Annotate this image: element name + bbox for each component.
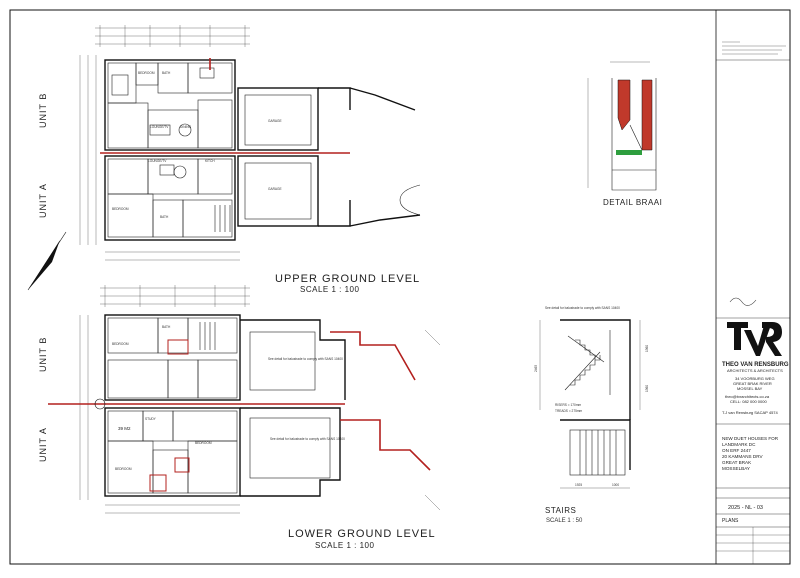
detail-braai: DETAIL BRAAI — [587, 61, 662, 207]
stairs-dim-2465: 2465 — [534, 365, 538, 372]
bedroom-b-label: BEDROOM — [138, 71, 155, 75]
green-slab — [616, 150, 642, 155]
stairs-dim-1000: 1000 — [612, 483, 619, 487]
upper-plan-title: UPPER GROUND LEVEL — [275, 273, 420, 285]
lower-a-note: See detail for balustrade to comply with… — [270, 437, 345, 441]
project-line-3: ON ERF 2447 — [722, 448, 751, 453]
firm-contact-4: theo@tvrarchitects.co.za — [725, 394, 770, 399]
firm-name: THEO VAN RENSBURG — [722, 362, 789, 368]
brick-hatch — [617, 79, 631, 131]
firm-logo — [727, 322, 782, 356]
stairs-title: STAIRS — [545, 506, 576, 515]
sheet-border — [9, 9, 791, 565]
unit-a-label-upper: UNIT A — [38, 183, 48, 218]
stairs-detail: See detail for balustrade to comply with… — [534, 306, 649, 524]
stairs-dim-1360b: 1360 — [645, 385, 649, 392]
bedroom-lower-a2-label: BEDROOM — [115, 467, 132, 471]
stairs-note: See detail for balustrade to comply with… — [545, 306, 620, 310]
title-block: THEO VAN RENSBURG ARCHITECTS & ARCHITECT… — [716, 41, 790, 564]
lower-b-note: See detail for balustrade to comply with… — [268, 357, 343, 361]
garage-a-label: GARAGE — [268, 187, 282, 191]
unit-b-label-upper: UNIT B — [38, 93, 48, 128]
bath-a-label: BATH — [160, 215, 169, 219]
project-line-4: 20 KAMMANS DRV — [722, 454, 763, 459]
firm-contact-2: GREAT BRAK RIVER — [733, 381, 772, 386]
garage-b-label: GARAGE — [268, 119, 282, 123]
stairs-treads: TREADS = 275mm — [555, 409, 583, 413]
lounge-b-label: LOUNGE/TV — [150, 125, 169, 129]
bedroom-lower-a-label: BEDROOM — [195, 441, 212, 445]
stairs-dim-1925: 1925 — [575, 483, 582, 487]
bath-b-label: BATH — [162, 71, 171, 75]
bedroom-lower-b-label: BEDROOM — [112, 342, 129, 346]
project-line-1: NEW DUET HOUSES FOR — [722, 436, 779, 441]
dining-b-label: DINING — [180, 125, 192, 129]
project-line-6: MOSSELBAY — [722, 466, 750, 471]
project-line-5: GREAT BRAK — [722, 460, 752, 465]
lower-ground-plan: BEDROOM BATH See detail for balustrade t… — [38, 285, 441, 550]
stairs-dim-1360a: 1360 — [645, 345, 649, 352]
lower-plan-scale: SCALE 1 : 100 — [315, 541, 374, 550]
lounge-a-label: LOUNGE/TV — [148, 159, 167, 163]
unit-b-label-lower: UNIT B — [38, 337, 48, 372]
study-label: STUDY — [145, 417, 157, 421]
signatory: T.J van Rensburg SACAP 4574 — [722, 410, 779, 415]
north-arrow-icon — [27, 231, 67, 291]
study-area-label: 39 M2 — [118, 426, 131, 431]
sheet-title: PLANS — [722, 518, 739, 524]
stairs-scale: SCALE 1 : 50 — [546, 518, 583, 524]
bath-lower-b-label: BATH — [162, 325, 171, 329]
signature — [729, 297, 757, 306]
project-line-2: LANDMARK DC — [722, 442, 756, 447]
drawing-number: 2025 - NL - 03 — [728, 505, 763, 511]
firm-contact-3: MOSSEL BAY — [737, 386, 763, 391]
bedroom-a-label: BEDROOM — [112, 207, 129, 211]
lower-plan-title: LOWER GROUND LEVEL — [288, 528, 436, 540]
unit-a-label-lower: UNIT A — [38, 427, 48, 462]
firm-subtitle: ARCHITECTS & ARCHITECTS — [727, 368, 783, 373]
stairs-risers: RISERS = 170mm — [555, 403, 581, 407]
upper-ground-plan: GARAGE GARAGE LOUNGE/TV DINING LOUNGE/TV — [27, 25, 421, 294]
upper-plan-scale: SCALE 1 : 100 — [300, 285, 359, 294]
firm-contact-1: 34 VOORBURG WEG — [735, 376, 775, 381]
kitchen-a-label: KITCH — [205, 159, 215, 163]
detail-braai-title: DETAIL BRAAI — [603, 198, 662, 207]
firm-contact-5: CELL: 082 000 0000 — [730, 399, 767, 404]
